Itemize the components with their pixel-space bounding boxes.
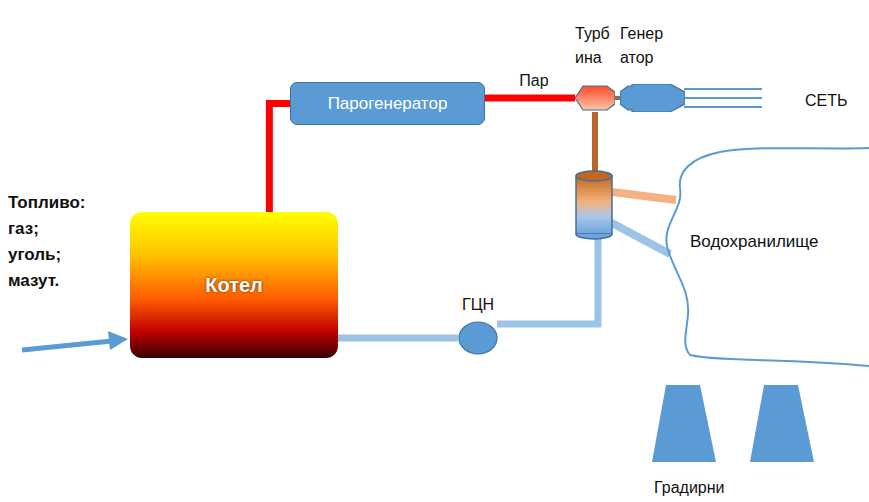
generator-symbol: Генер атор: [620, 84, 685, 112]
turbine-symbol: Турб ина: [575, 84, 615, 112]
node-label: ГЦН: [448, 293, 508, 317]
cooling-tower: [652, 385, 716, 462]
node-label: Котел: [205, 274, 263, 297]
pipe-connector: [615, 96, 620, 100]
node-label: Турб ина: [575, 22, 621, 70]
pump-circle: ГЦН: [458, 321, 498, 355]
pipe-connector: [338, 335, 458, 342]
condenser: [576, 171, 612, 239]
turbine-symbol-outline: [575, 84, 615, 112]
steam-generator-box: Парогенератор: [290, 82, 485, 125]
cooling-towers-label: Градирни: [654, 479, 725, 497]
boiler-box: Котел: [130, 212, 338, 358]
reservoir-label: Водохранилище: [690, 232, 819, 252]
feed-pipe: [497, 236, 598, 324]
cool-water-pipe: [610, 222, 670, 254]
grid-lines: [684, 89, 762, 107]
edge-label: Пар: [519, 72, 548, 90]
grid-label: СЕТЬ: [805, 92, 848, 110]
exhaust-pipe: [592, 112, 598, 172]
reservoir-shore: [666, 148, 869, 366]
pump-circle-outline: [458, 321, 498, 355]
generator-symbol-outline: [620, 84, 685, 112]
fuel-label: Топливо: газ; уголь; мазут.: [8, 190, 92, 294]
pipe-connector: [485, 95, 575, 102]
cooling-tower: [750, 385, 814, 462]
fuel-arrow: [22, 331, 128, 350]
node-label: Парогенератор: [328, 94, 448, 114]
node-label: Генер атор: [620, 22, 674, 70]
pipe-connector: [269, 104, 290, 213]
warm-water-pipe: [612, 192, 676, 200]
